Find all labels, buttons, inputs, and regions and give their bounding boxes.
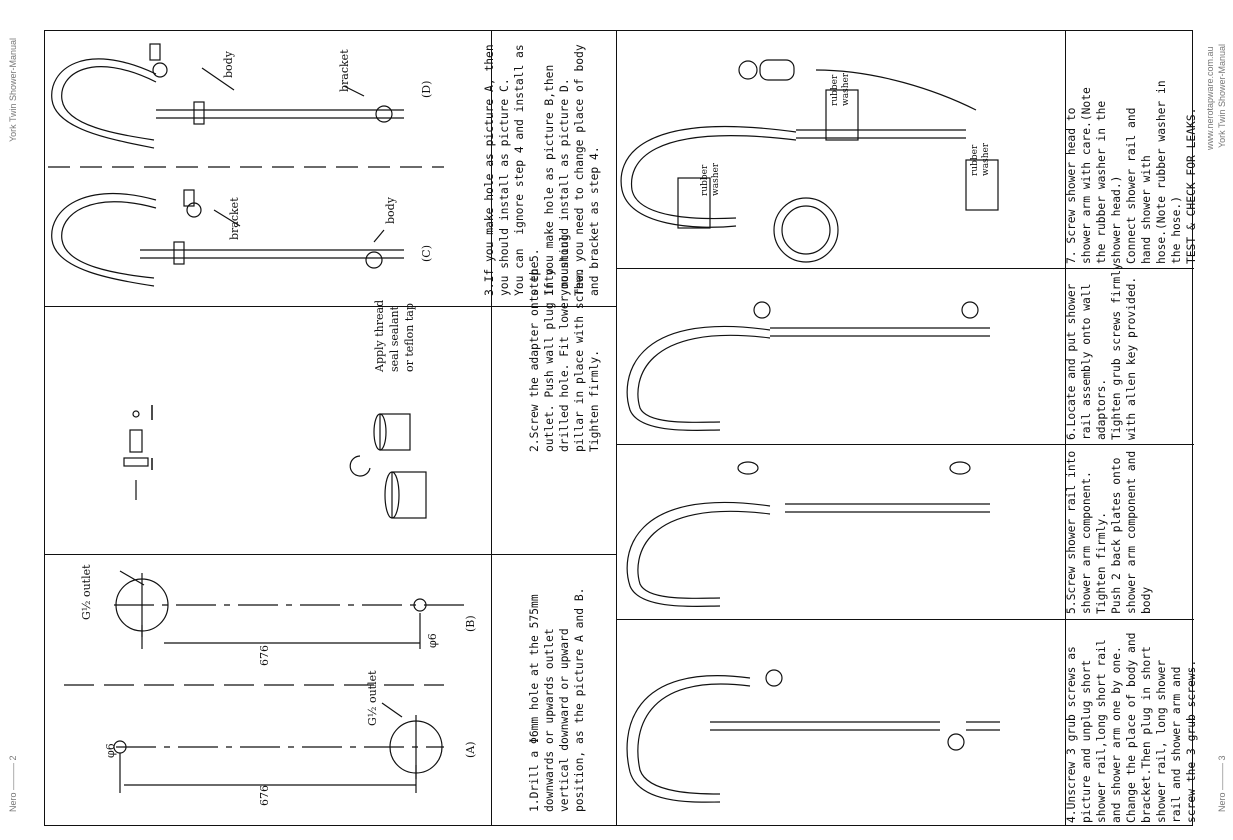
label-outlet-a: G½ outlet (366, 670, 379, 726)
step3-drawing (48, 43, 444, 287)
manual-frame (44, 30, 1194, 826)
label-picture-a: (A) (464, 741, 477, 758)
left-footer: Nero ——— 2 (8, 755, 18, 812)
divider-step6-7 (616, 268, 1194, 269)
divider-page (616, 31, 617, 825)
step2-drawing (123, 405, 427, 519)
divider-step2-3 (45, 306, 616, 307)
label-picture-d: (D) (420, 80, 433, 98)
divider-step4-5 (616, 619, 1194, 620)
divider-text-col-left (491, 31, 492, 825)
divider-step1-2 (45, 554, 616, 555)
label-picture-c: (C) (420, 245, 433, 262)
label-phi-a: φ6 (104, 743, 117, 758)
step1-drawing (64, 570, 464, 793)
label-body-c: body (384, 197, 397, 224)
label-outlet-b: G½ outlet (80, 564, 93, 620)
label-phi-b: φ6 (426, 633, 439, 648)
label-bracket-d: bracket (338, 49, 351, 92)
step4-drawing (626, 669, 1000, 803)
label-dim-b: 676 (258, 645, 271, 666)
step7-drawing (620, 59, 999, 263)
divider-text-col-right (1065, 31, 1066, 825)
label-picture-b: (B) (464, 615, 477, 632)
label-bracket-c: bracket (228, 197, 241, 240)
step5-drawing (626, 461, 990, 608)
divider-step5-6 (616, 444, 1194, 445)
right-header: York Twin Shower-Manual (1217, 43, 1227, 148)
label-body-d: body (222, 51, 235, 78)
label-dim-a: 676 (258, 785, 271, 806)
left-header: York Twin Shower-Manual (8, 37, 18, 142)
step6-drawing (626, 301, 990, 432)
right-footer: Nero ——— 3 (1217, 755, 1227, 812)
